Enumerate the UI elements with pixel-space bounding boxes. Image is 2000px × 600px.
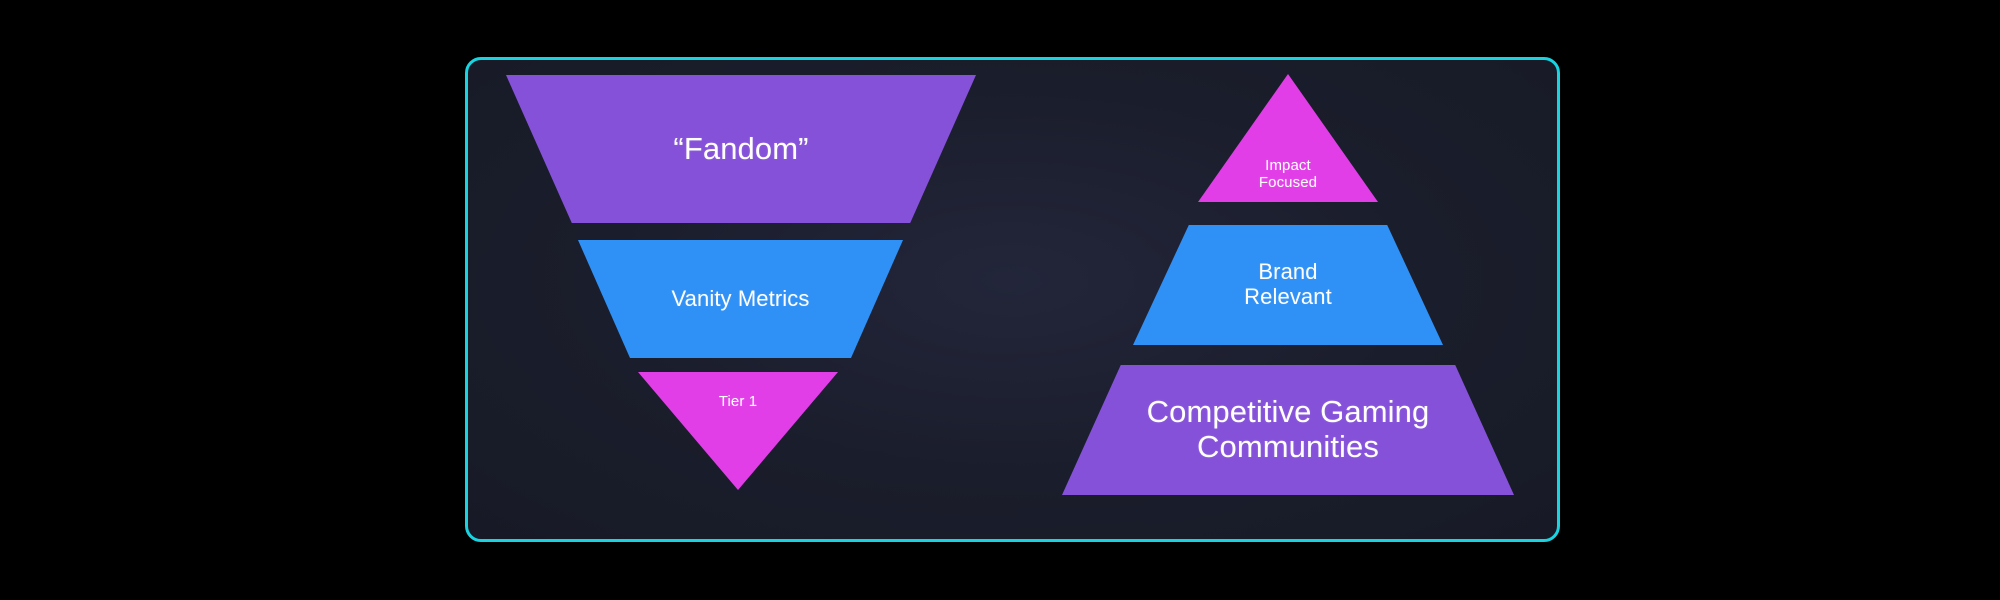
funnel-segment-fandom-label: “Fandom” xyxy=(673,130,809,166)
pyramid-segment-competitive-gaming-communities[interactable]: Competitive Gaming Communities xyxy=(1062,365,1514,495)
pyramid-segment-competitive-gaming-communities-label: Competitive Gaming Communities xyxy=(1146,394,1430,464)
funnel-segment-fandom[interactable]: “Fandom” xyxy=(506,75,976,223)
funnel-segment-vanity-metrics[interactable]: Vanity Metrics xyxy=(578,240,903,358)
pyramid-segment-impact-focused-label: Impact Focused xyxy=(1258,157,1318,192)
funnel-segment-tier-1-label: Tier 1 xyxy=(718,393,758,410)
funnel-segment-vanity-metrics-label: Vanity Metrics xyxy=(671,285,810,311)
pyramid-diagram: Impact Focused Brand Relevant Competitiv… xyxy=(1015,60,1557,539)
pyramid-segment-brand-relevant-label: Brand Relevant xyxy=(1244,259,1332,309)
diagram-card: “Fandom” Vanity Metrics Tier 1 Impact Fo… xyxy=(465,57,1560,542)
funnel-segment-tier-1[interactable]: Tier 1 xyxy=(638,372,838,490)
pyramid-segment-impact-focused[interactable]: Impact Focused xyxy=(1198,74,1378,202)
pyramid-segment-brand-relevant[interactable]: Brand Relevant xyxy=(1133,225,1443,345)
funnel-diagram: “Fandom” Vanity Metrics Tier 1 xyxy=(468,60,1015,539)
